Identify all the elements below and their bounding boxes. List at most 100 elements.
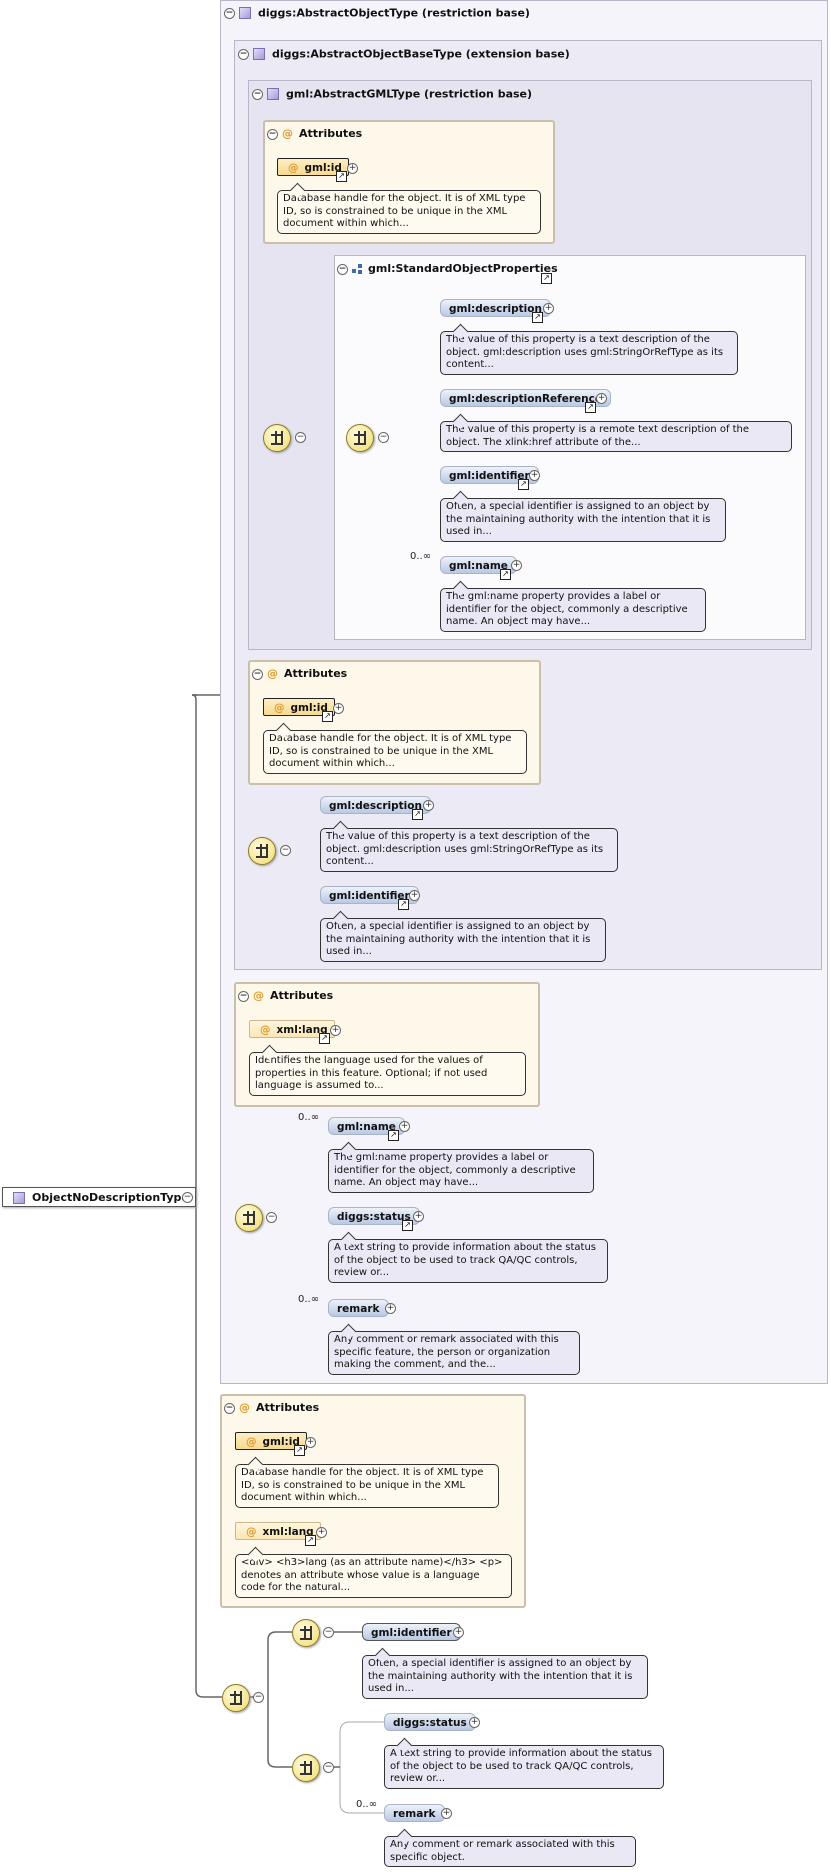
- gml-id-attribute[interactable]: @gml:id: [263, 698, 335, 716]
- sequence-compositor-icon[interactable]: [248, 837, 276, 865]
- expand-button[interactable]: [409, 890, 420, 901]
- expand-button[interactable]: [347, 163, 358, 174]
- collapse-button[interactable]: [253, 1692, 264, 1703]
- gml-description-note: The value of this property is a text des…: [320, 820, 618, 872]
- attribute-icon: @: [274, 702, 285, 714]
- expand-button[interactable]: [316, 1527, 327, 1538]
- reference-icon: [319, 1033, 330, 1044]
- collapse-button[interactable]: [280, 845, 291, 856]
- sequence-compositor-icon[interactable]: [292, 1619, 320, 1647]
- expand-button[interactable]: [333, 703, 344, 714]
- collapse-button[interactable]: [323, 1762, 334, 1773]
- expand-button[interactable]: [413, 1211, 424, 1222]
- expand-button[interactable]: [529, 470, 540, 481]
- gml-description-element[interactable]: gml:description: [440, 299, 551, 317]
- attributes-header[interactable]: @Attributes: [238, 989, 333, 1002]
- cardinality-label: 0..∞: [356, 1799, 378, 1810]
- gml-identifier-note: Often, a special identifier is assigned …: [440, 490, 726, 542]
- cardinality-label: 0..∞: [298, 1112, 320, 1123]
- sequence-compositor-icon[interactable]: [235, 1204, 263, 1232]
- sequence-compositor-icon[interactable]: [292, 1754, 320, 1782]
- collapse-icon[interactable]: [238, 48, 249, 60]
- sequence-compositor-icon[interactable]: [346, 424, 374, 452]
- diggs-status-element[interactable]: diggs:status: [384, 1713, 476, 1731]
- xml-lang-attribute[interactable]: @xml:lang: [235, 1522, 321, 1540]
- gml-id-attribute[interactable]: @gml:id: [235, 1432, 307, 1450]
- gml-id-note: Database handle for the object. It is of…: [263, 722, 527, 774]
- attribute-icon: @: [267, 667, 278, 680]
- expand-button[interactable]: [469, 1717, 480, 1728]
- collapse-icon[interactable]: [267, 128, 278, 140]
- gml-description-reference-element[interactable]: gml:descriptionReference: [440, 389, 611, 407]
- attributes-header[interactable]: @Attributes: [224, 1401, 319, 1414]
- diggs-status-element[interactable]: diggs:status: [328, 1207, 420, 1225]
- gml-name-note: The gml:name property provides a label o…: [328, 1141, 594, 1193]
- abstract-gml-type-header[interactable]: gml:AbstractGMLType (restriction base): [252, 87, 532, 101]
- reference-icon: [388, 1130, 399, 1141]
- standard-object-properties-header[interactable]: gml:StandardObjectProperties: [337, 262, 558, 275]
- reference-icon: [305, 1535, 316, 1546]
- reference-icon: [294, 1445, 305, 1456]
- gml-identifier-element[interactable]: gml:identifier: [362, 1623, 461, 1641]
- abstract-object-base-type-header[interactable]: diggs:AbstractObjectBaseType (extension …: [238, 47, 570, 61]
- attribute-icon: @: [246, 1526, 257, 1538]
- gml-description-note: The value of this property is a text des…: [440, 323, 738, 375]
- attribute-icon: @: [239, 1401, 250, 1414]
- collapse-icon[interactable]: [252, 88, 263, 100]
- expand-button[interactable]: [305, 1437, 316, 1448]
- collapse-button[interactable]: [295, 432, 306, 443]
- xml-lang-note: Identifies the language used for the val…: [249, 1044, 526, 1096]
- gml-id-attribute[interactable]: @gml:id: [277, 158, 349, 176]
- diggs-status-note: A text string to provide information abo…: [328, 1231, 608, 1283]
- reference-icon: [585, 402, 596, 413]
- expand-button[interactable]: [453, 1627, 464, 1638]
- reference-icon: [322, 711, 333, 722]
- expand-button[interactable]: [423, 800, 434, 811]
- collapse-icon[interactable]: [224, 1402, 235, 1414]
- gml-name-element[interactable]: gml:name: [328, 1117, 405, 1135]
- gml-description-reference-note: The value of this property is a remote t…: [440, 413, 792, 452]
- xml-lang-note: <div> <h3>lang (as an attribute name)</h…: [235, 1546, 512, 1598]
- remark-element[interactable]: remark: [384, 1804, 445, 1822]
- expand-button[interactable]: [399, 1121, 410, 1132]
- gml-identifier-note: Often, a special identifier is assigned …: [320, 910, 606, 962]
- attributes-header[interactable]: @Attributes: [252, 667, 347, 680]
- reference-icon: [336, 171, 347, 182]
- expand-button[interactable]: [385, 1303, 396, 1314]
- collapse-icon[interactable]: [238, 990, 249, 1002]
- collapse-icon[interactable]: [224, 7, 235, 19]
- root-type-box[interactable]: ObjectNoDescriptionType: [2, 1187, 196, 1207]
- expand-button[interactable]: [441, 1808, 452, 1819]
- collapse-button[interactable]: [323, 1627, 334, 1638]
- gml-name-note: The gml:name property provides a label o…: [440, 580, 706, 632]
- expand-button[interactable]: [330, 1025, 341, 1036]
- gml-description-element[interactable]: gml:description: [320, 796, 431, 814]
- expand-button[interactable]: [511, 560, 522, 571]
- collapse-icon[interactable]: [252, 668, 263, 680]
- reference-icon: [398, 899, 409, 910]
- root-collapse-button[interactable]: [182, 1192, 193, 1203]
- attributes-header[interactable]: @Attributes: [267, 127, 362, 140]
- sequence-compositor-icon[interactable]: [222, 1684, 250, 1712]
- remark-element[interactable]: remark: [328, 1299, 389, 1317]
- reference-icon: [532, 312, 543, 323]
- sequence-compositor-icon[interactable]: [263, 424, 291, 452]
- group-icon: [352, 264, 362, 274]
- abstract-object-type-header[interactable]: diggs:AbstractObjectType (restriction ba…: [224, 6, 530, 20]
- expand-button[interactable]: [596, 393, 607, 404]
- remark-note: Any comment or remark associated with th…: [384, 1828, 636, 1867]
- complex-type-icon: [253, 48, 265, 60]
- complex-type-icon: [13, 1192, 25, 1204]
- gml-id-note: Database handle for the object. It is of…: [277, 182, 541, 234]
- expand-button[interactable]: [543, 303, 554, 314]
- complex-type-icon: [239, 7, 251, 19]
- attribute-icon: @: [246, 1436, 257, 1448]
- complex-type-icon: [267, 88, 279, 100]
- xml-lang-attribute[interactable]: @xml:lang: [249, 1020, 335, 1038]
- attribute-icon: @: [260, 1024, 271, 1036]
- collapse-button[interactable]: [378, 432, 389, 443]
- collapse-button[interactable]: [266, 1212, 277, 1223]
- collapse-icon[interactable]: [337, 263, 348, 275]
- reference-icon: [518, 479, 529, 490]
- reference-icon: [402, 1220, 413, 1231]
